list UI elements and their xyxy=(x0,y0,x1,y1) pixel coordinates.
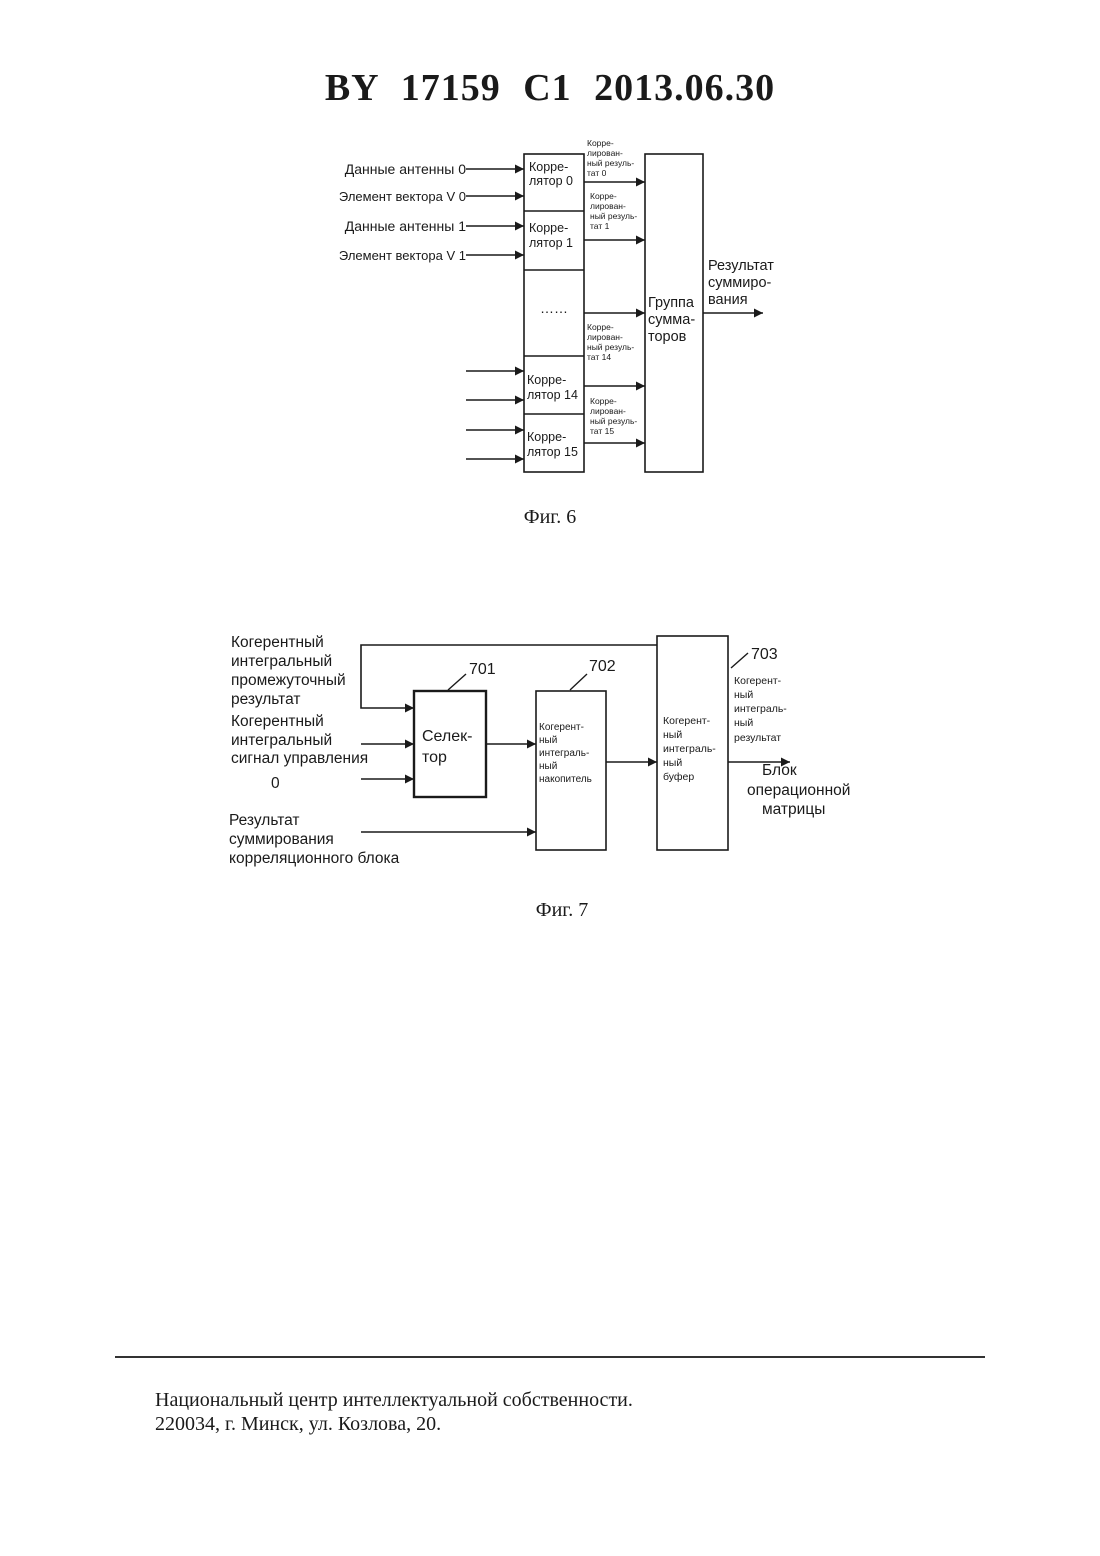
accumulator-label: Когерент- ный интеграль- ный накопитель xyxy=(539,722,592,785)
zero-input-label: 0 xyxy=(271,775,280,792)
correlated-result-0-label: Корре- лирован- ный резуль- тат 0 xyxy=(587,138,637,178)
control-signal-label: Когерентный интегральный сигнал управлен… xyxy=(231,713,368,767)
correlator-0-label: Корре- лятор 0 xyxy=(529,160,573,188)
input-label-antenna-0: Данные антенны 0 xyxy=(345,161,466,177)
operation-matrix-label: Блок операционной матрицы xyxy=(747,762,855,818)
figure-6-labels: Данные антенны 0 Элемент вектора V 0 Дан… xyxy=(339,138,778,459)
buffer-label: Когерент- ный интеграль- ный буфер xyxy=(663,715,719,783)
sum-input-label: Результат суммирования корреляционного б… xyxy=(229,812,400,867)
figure-6-caption: Фиг. 6 xyxy=(450,506,650,529)
correlated-result-15-label: Корре- лирован- ный резуль- тат 15 xyxy=(590,396,640,436)
correlator-14-label: Корре- лятор 14 xyxy=(527,373,578,402)
intermediate-result-label: Когерентный интегральный промежуточный р… xyxy=(231,634,350,708)
footer-divider xyxy=(115,1356,985,1358)
adder-group-label: Группа сумма- торов xyxy=(648,295,699,345)
input-label-antenna-1: Данные антенны 1 xyxy=(345,218,466,234)
coherent-result-label: Когерент- ный интеграль- ный результат xyxy=(734,675,790,744)
correlator-ellipsis: …… xyxy=(540,300,568,316)
input-label-vector-0: Элемент вектора V 0 xyxy=(339,189,466,204)
figure-7-labels: Когерентный интегральный промежуточный р… xyxy=(229,634,855,867)
correlated-result-1-label: Корре- лирован- ный резуль- тат 1 xyxy=(590,191,640,231)
footer-organization: Национальный центр интеллектуальной собс… xyxy=(155,1389,633,1412)
footer-address: 220034, г. Минск, ул. Козлова, 20. xyxy=(155,1413,441,1436)
input-label-vector-1: Элемент вектора V 1 xyxy=(339,248,466,263)
correlated-result-14-label: Корре- лирован- ный резуль- тат 14 xyxy=(587,322,637,362)
correlator-15-label: Корре- лятор 15 xyxy=(527,430,578,459)
ref-number-702: 702 xyxy=(589,658,616,675)
feedback-loop xyxy=(361,645,657,708)
ref-number-701: 701 xyxy=(469,661,496,678)
correlator-1-label: Корре- лятор 1 xyxy=(529,221,573,250)
sum-output-label: Результат суммиро- вания xyxy=(708,258,778,308)
selector-label: Селек- тор xyxy=(422,728,477,766)
ref-number-703: 703 xyxy=(751,646,778,663)
ref-leader-701 xyxy=(448,674,466,690)
figure-7-caption: Фиг. 7 xyxy=(462,899,662,922)
ref-leader-703 xyxy=(731,653,748,668)
ref-leader-702 xyxy=(570,674,587,690)
